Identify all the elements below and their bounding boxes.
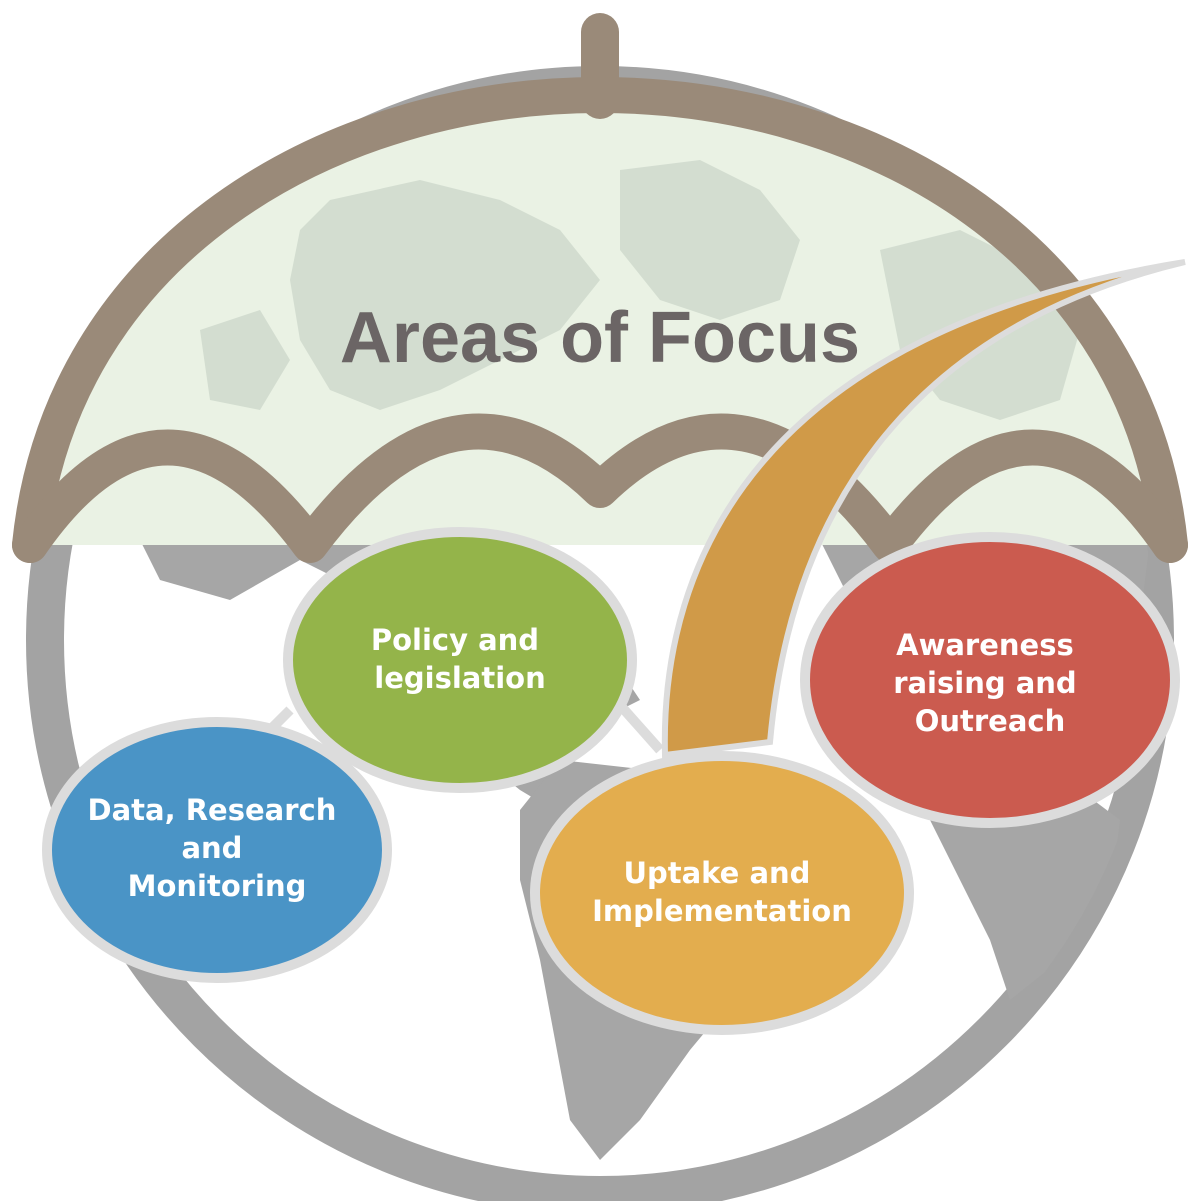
area-awareness-raising-outreach: Awareness raising and Outreach: [800, 532, 1180, 828]
area-policy-and-legislation: Policy and legislation: [283, 527, 637, 793]
area-uptake-and-implementation: Uptake and Implementation: [530, 751, 914, 1035]
area-data-research-monitoring: Data, Research and Monitoring: [42, 717, 392, 983]
umbrella-frame: [12, 13, 1188, 563]
diagram-title: Areas of Focus: [340, 298, 860, 378]
awareness-bubble: [800, 532, 1180, 828]
policy-label: Policy and legislation: [371, 623, 549, 695]
uptake-bubble: [530, 751, 914, 1035]
data-label: Data, Research and Monitoring: [88, 793, 347, 903]
awareness-label: Awareness raising and Outreach: [893, 628, 1087, 738]
swoosh-arrow: [661, 259, 1186, 759]
uptake-label: Uptake and Implementation: [592, 856, 852, 928]
policy-bubble: [283, 527, 637, 793]
data-bubble: [42, 717, 392, 983]
